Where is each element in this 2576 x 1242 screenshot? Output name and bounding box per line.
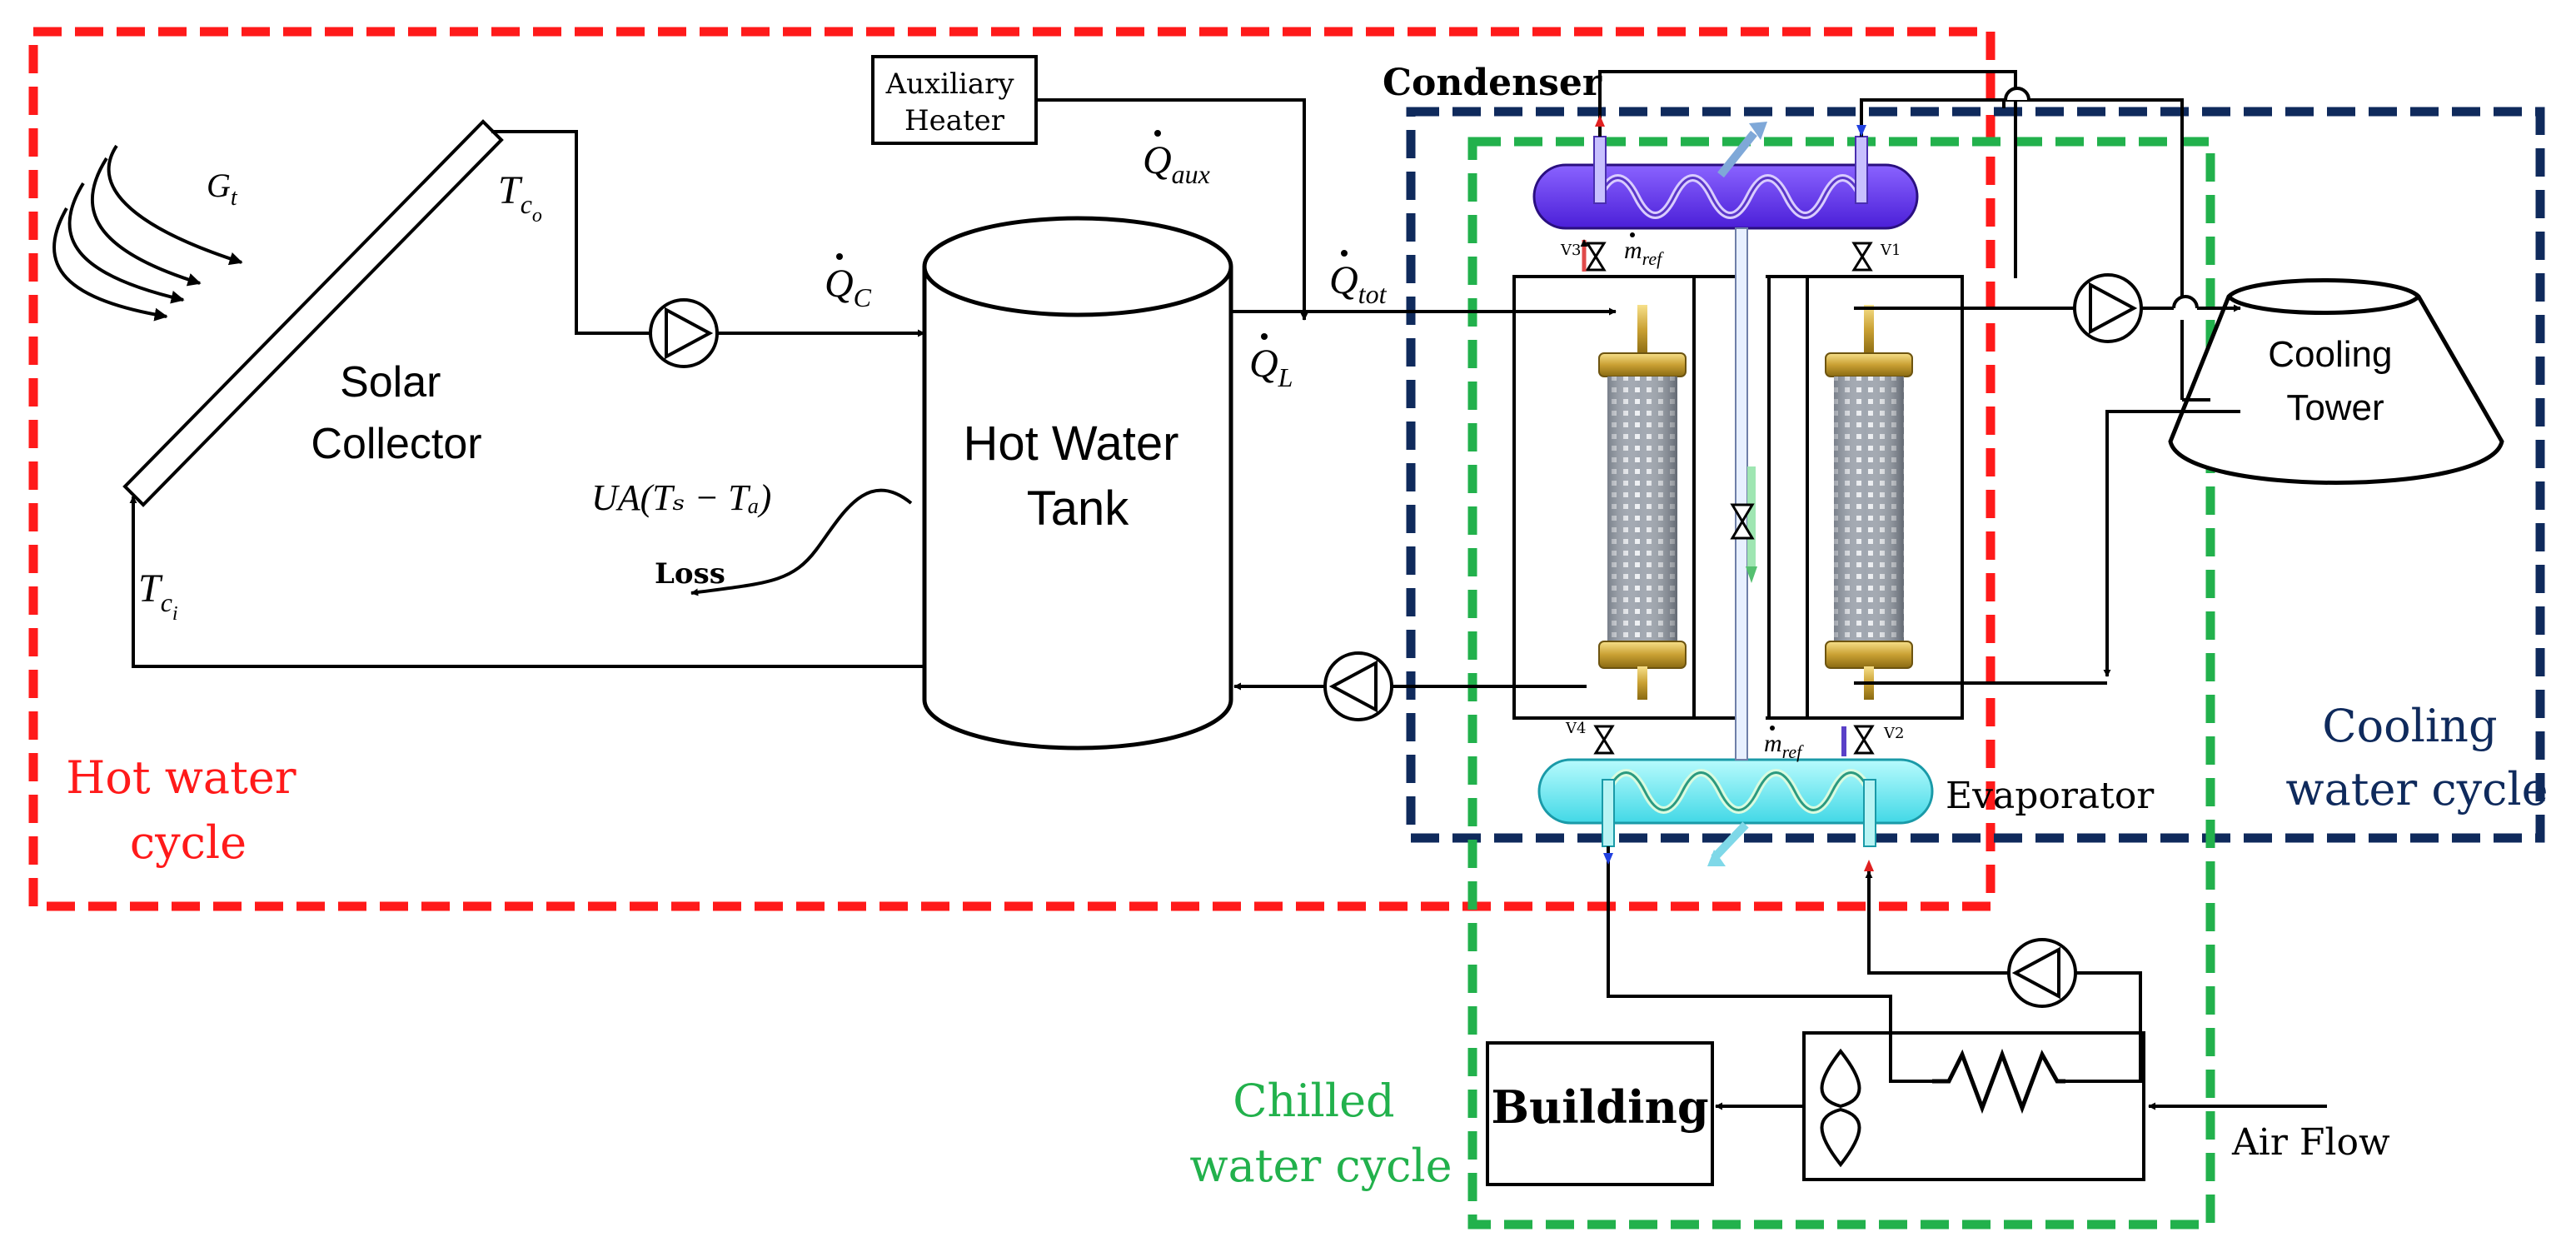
auxiliary-heater-label: Auxiliary Heater: [885, 67, 1024, 137]
chilled-water-cycle-label: Chilled water cycle: [1189, 1075, 1452, 1192]
auxiliary-heat-dot: [1154, 130, 1161, 137]
condenser-cooling-water-line: [1598, 70, 2017, 278]
solar-collector-label: Solar Collector: [311, 358, 481, 468]
evaporator-label: Evaporator: [1946, 775, 2155, 817]
cooling-water-pump-icon: [2073, 273, 2143, 343]
right-adsorber-bed-icon: [1825, 305, 1913, 700]
hot-water-cycle-label: Hot water cycle: [66, 751, 311, 869]
cooling-water-cycle-boundary: [1406, 107, 2545, 843]
hot-water-tank-label: Hot Water Tank: [963, 416, 1192, 536]
chilled-water-piping: [1607, 846, 2142, 1083]
load-heat-symbol: QL: [1249, 342, 1293, 392]
solar-irradiance-symbol: Gt: [207, 167, 238, 211]
left-bed-enclosure: [1512, 275, 1809, 720]
hot-water-cycle-boundary: [28, 27, 1996, 911]
collector-loop-piping: [129, 130, 925, 668]
condenser-cooling-water-in-line: [1860, 98, 2015, 137]
evaporator-outlet-arrow-icon: [1603, 853, 1613, 865]
refrigerant-return-pipe: [1735, 227, 1757, 761]
tank-heat-loss-curve: [690, 488, 913, 596]
collector-pump-icon: [649, 298, 719, 368]
fan-icon: [1820, 1048, 1861, 1168]
building-label: Building: [1491, 1080, 1708, 1134]
chilled-water-cycle-boundary: [1467, 137, 2215, 1230]
pipe-crossover-condenser-icon: [2004, 87, 2030, 101]
collector-heat-rate-dot: [836, 253, 843, 260]
hot-water-bed-piping: [1231, 307, 1617, 691]
collector-outlet-temperature: Tco: [498, 168, 542, 227]
evaporator: [1537, 758, 1934, 866]
building-box: [1486, 1041, 1714, 1186]
condenser-outlet-arrow-icon: [1595, 115, 1605, 127]
hot-water-tank: [922, 216, 1233, 751]
load-heat-dot: [1261, 333, 1268, 340]
collector-inlet-temperature: Tci: [138, 566, 178, 625]
right-bed-enclosure: [1767, 275, 1964, 720]
valve-v4-icon: [1593, 725, 1615, 755]
loss-label: Loss: [655, 557, 725, 591]
valve-v1-icon: [1851, 242, 1873, 272]
total-heat-dot: [1341, 250, 1348, 257]
collector-heat-rate-symbol: QC: [825, 262, 872, 312]
condenser-label: Condenser: [1383, 62, 1602, 104]
cooling-water-piping: [1854, 98, 2241, 685]
auxiliary-heat-symbol: Qaux: [1143, 138, 1210, 189]
refrigerant-flow-top-symbol: mref: [1624, 237, 1664, 269]
chilled-water-pump-icon: [2007, 938, 2077, 1008]
total-heat-symbol: Qtot: [1329, 258, 1388, 309]
cooling-tower: [2168, 278, 2504, 485]
valve-v3-icon: [1585, 242, 1607, 272]
hot-water-return-pump-icon: [1323, 651, 1393, 721]
valve-v4-label: V4: [1565, 720, 1586, 737]
refrigerant-flow-bottom-symbol: mref: [1764, 730, 1804, 762]
valve-v2-icon: [1853, 725, 1875, 755]
solar-radiation-icon: [52, 144, 243, 322]
auxiliary-heater-line: [1036, 98, 1308, 321]
heating-coil-icon: [1932, 1048, 2065, 1115]
cooling-tower-label: Cooling Tower: [2268, 334, 2402, 428]
refrigerant-expansion-valve-icon: [1730, 503, 1755, 540]
solar-collector: [122, 119, 504, 507]
evaporator-inlet-arrow-icon: [1864, 860, 1874, 871]
tank-heat-loss-symbol: UA(Tₛ − Tₐ): [591, 477, 771, 518]
cooling-water-cycle-label: Cooling water cycle: [2285, 700, 2548, 816]
left-adsorber-bed-icon: [1598, 305, 1687, 700]
valve-v1-label: V1: [1880, 242, 1901, 259]
condenser: [1532, 122, 1919, 230]
refrigerant-flow-bottom-dot: [1770, 726, 1775, 731]
air-handling-unit-box: [1802, 1031, 2145, 1181]
valve-v2-label: V2: [1883, 725, 1904, 742]
condenser-inlet-arrow-icon: [1856, 125, 1866, 137]
valve-v3-label: V3: [1560, 242, 1581, 259]
air-flow-label: Air Flow: [2231, 1121, 2390, 1164]
refrigerant-flow-top-dot: [1630, 232, 1635, 237]
auxiliary-heater-box: [871, 55, 1038, 145]
